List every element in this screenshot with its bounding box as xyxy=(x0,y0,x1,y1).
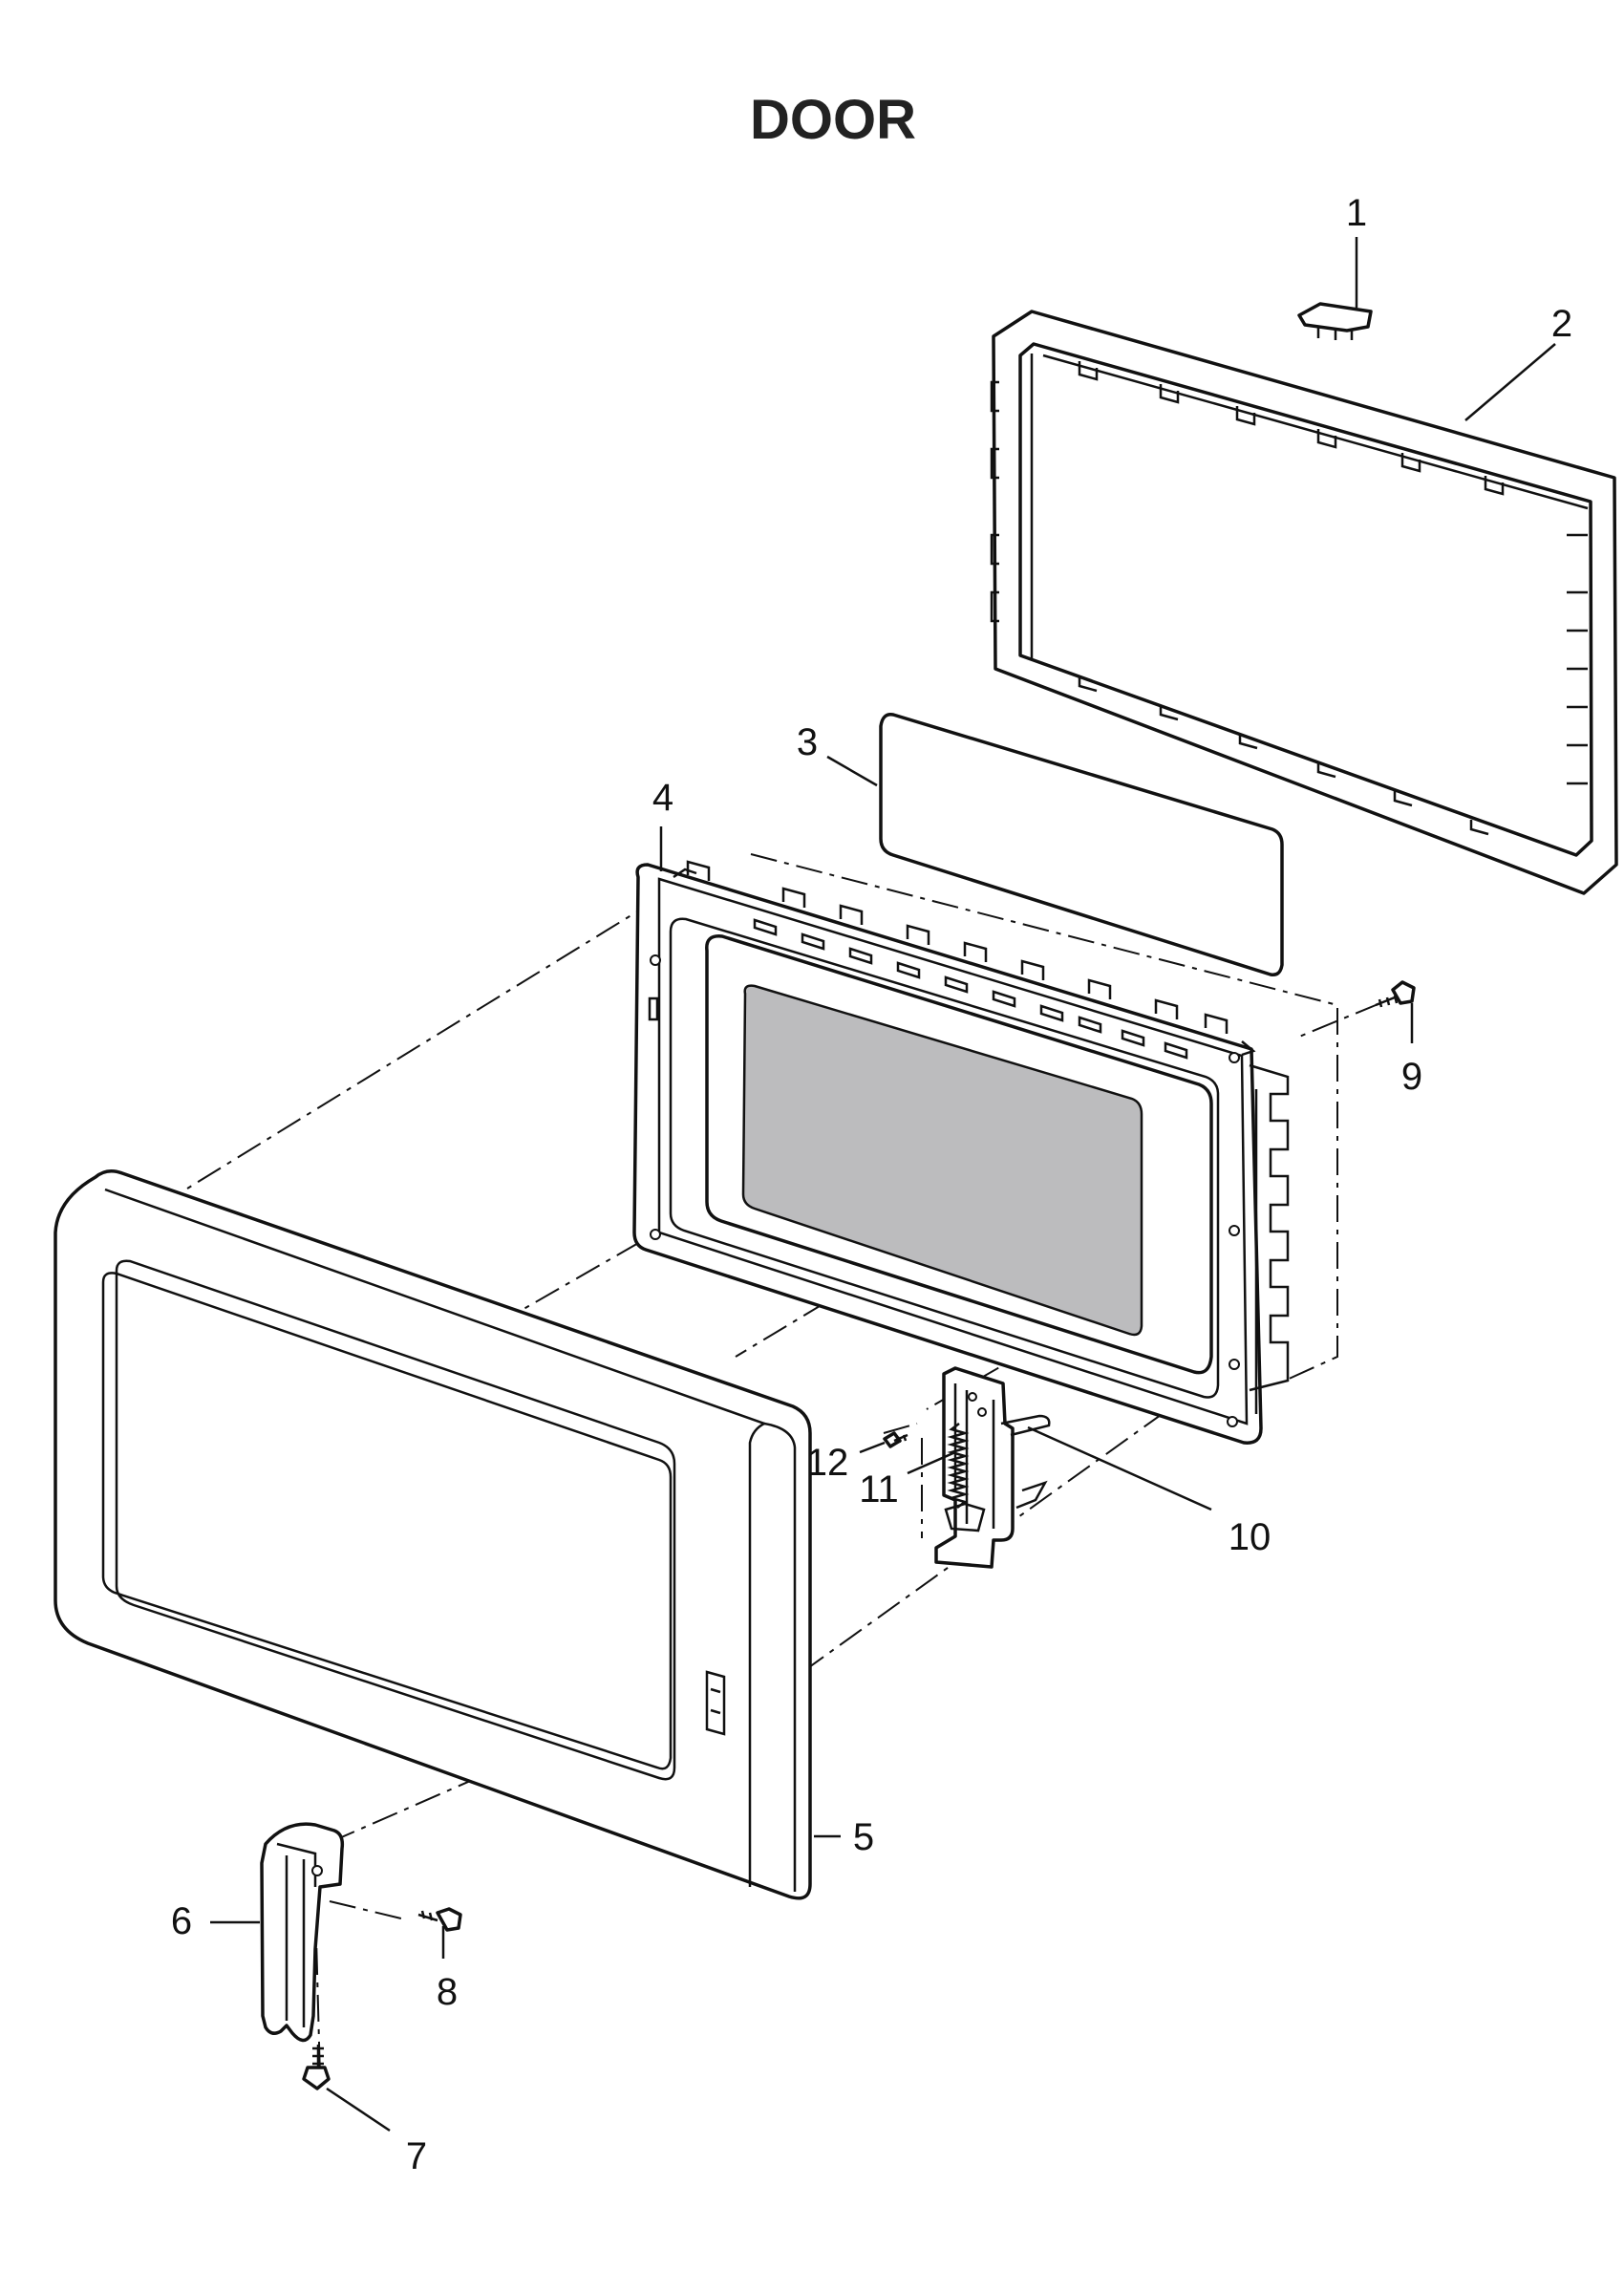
callout-9: 9 xyxy=(1401,1056,1422,1098)
part-2-choke-frame xyxy=(990,310,1618,895)
part-7-screw xyxy=(302,2045,331,2090)
callout-2: 2 xyxy=(1551,303,1572,345)
diagram-title: DOOR xyxy=(750,89,916,151)
callout-6: 6 xyxy=(171,1900,192,1942)
part-1-clip xyxy=(1297,302,1373,340)
part-6-handle xyxy=(260,1822,345,2043)
callout-10: 10 xyxy=(1229,1516,1271,1558)
callout-12: 12 xyxy=(806,1442,849,1484)
part-12-screw xyxy=(883,1431,908,1448)
part-8-screw xyxy=(417,1907,462,1932)
part-11-spring xyxy=(947,1423,970,1509)
callout-3: 3 xyxy=(797,721,818,763)
callout-labels: 1 2 3 4 5 6 7 8 9 10 11 12 xyxy=(171,192,1572,2177)
callout-7: 7 xyxy=(406,2135,427,2177)
callout-1: 1 xyxy=(1346,192,1367,234)
callout-8: 8 xyxy=(437,1971,458,2013)
part-3-cover-sheet xyxy=(879,713,1284,977)
callout-11: 11 xyxy=(859,1468,899,1511)
part-9-screw xyxy=(1375,980,1416,1008)
part-10-latch-hook xyxy=(934,1366,1051,1569)
part-4-inner-door xyxy=(632,860,1290,1445)
part-5-outer-door xyxy=(53,1169,812,1900)
callout-4: 4 xyxy=(652,777,673,819)
leader-lines xyxy=(210,237,1556,2132)
callout-5: 5 xyxy=(853,1816,874,1858)
